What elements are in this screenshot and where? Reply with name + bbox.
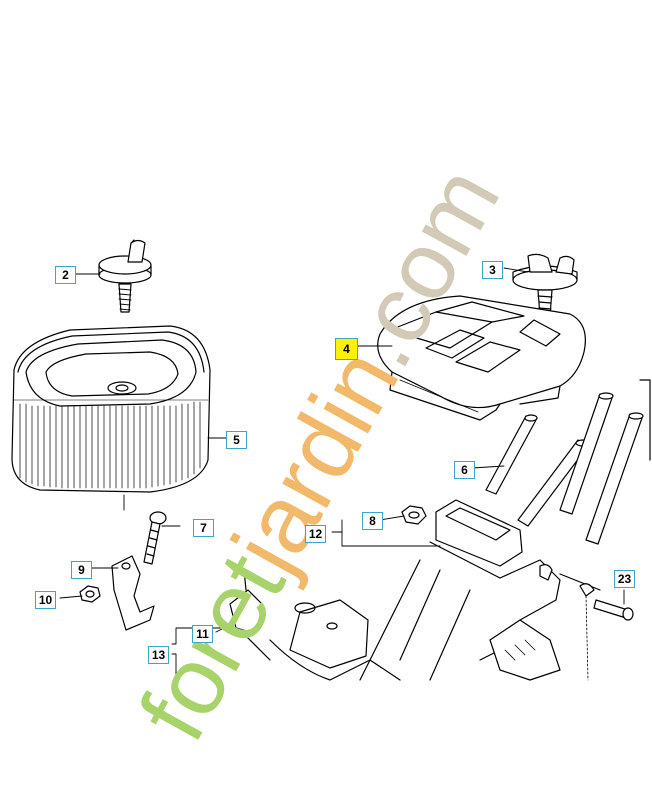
knob-part-2 (98, 239, 152, 313)
callout-13[interactable]: 13 (148, 646, 169, 664)
nut-part-10 (79, 585, 101, 603)
filter-cover-part-4 (377, 295, 586, 421)
callout-2[interactable]: 2 (55, 266, 76, 284)
screw-part-23 (593, 599, 634, 621)
bolts-part-6 (485, 379, 651, 545)
air-filter-part-5 (11, 325, 211, 493)
callout-8[interactable]: 8 (362, 512, 383, 530)
callout-11[interactable]: 11 (192, 625, 213, 643)
callout-10[interactable]: 10 (35, 591, 56, 609)
callout-12[interactable]: 12 (305, 525, 326, 543)
callout-9[interactable]: 9 (71, 561, 92, 579)
callout-23[interactable]: 23 (614, 570, 635, 588)
bracket-part-9 (111, 555, 155, 631)
nut-part-8 (401, 505, 427, 525)
callout-6[interactable]: 6 (454, 461, 475, 479)
carburetor-frame (269, 499, 601, 681)
screw-part-7 (143, 511, 167, 565)
callout-4-highlighted[interactable]: 4 (335, 338, 358, 360)
callout-3[interactable]: 3 (482, 261, 503, 279)
callout-7[interactable]: 7 (193, 519, 214, 537)
knob-part-3 (512, 253, 578, 317)
callout-5[interactable]: 5 (226, 431, 247, 449)
lever-part-11 (229, 569, 271, 661)
